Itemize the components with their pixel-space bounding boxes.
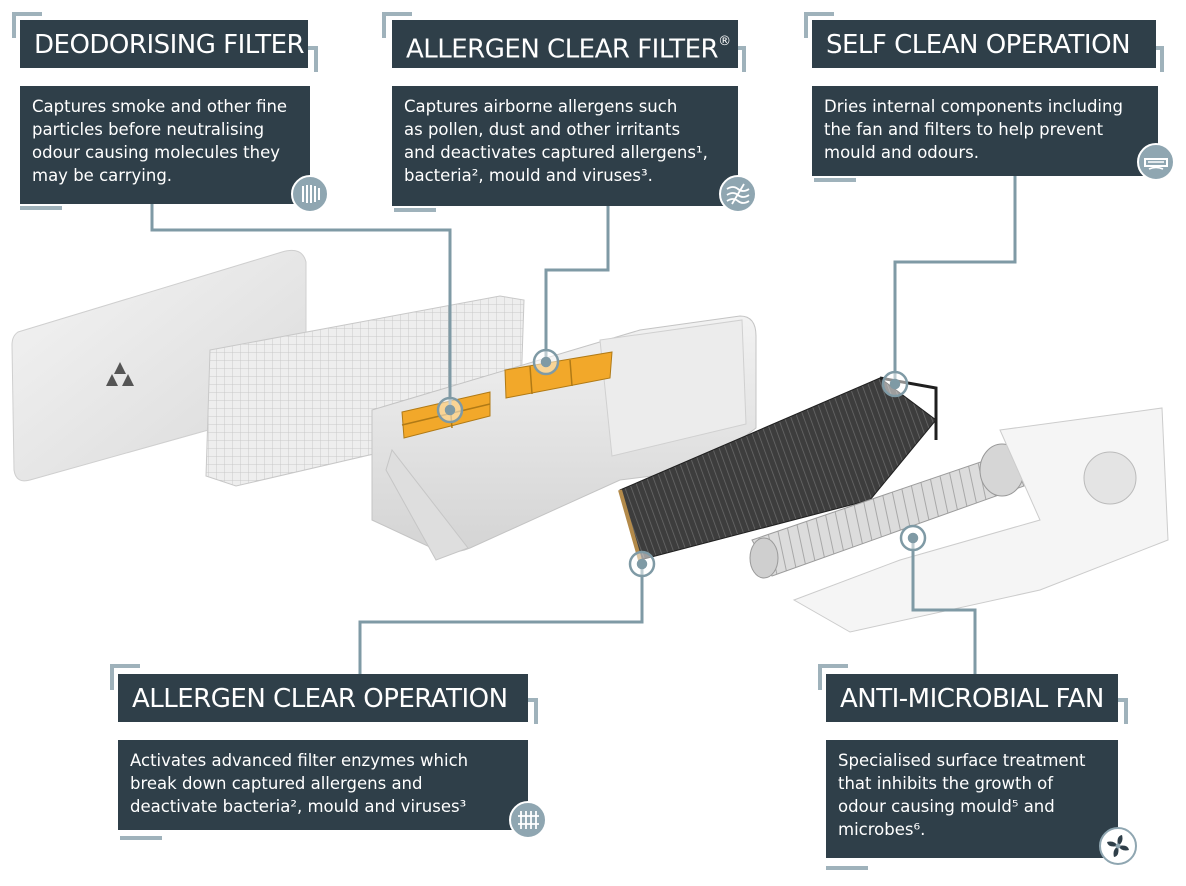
target-allergen-operation [628,550,656,578]
description-line: Activates advanced filter enzymes which [130,751,469,770]
description-line: odour causing molecules they [32,143,280,162]
allergen-clear-filter-title-text: ALLERGEN CLEAR FILTER [406,34,719,65]
target-allergen-filter [532,348,560,376]
anti-microbial-fan-title-text: ANTI-MICROBIAL FAN [840,684,1104,714]
allergen-clear-operation-description: Activates advanced filter enzymes which … [118,740,528,830]
description-line: as pollen, dust and other irritants [404,120,681,139]
anti-microbial-fan-title: ANTI-MICROBIAL FAN [826,674,1118,722]
target-self-clean [881,370,909,398]
description-line: and deactivates captured allergens¹, [404,143,708,162]
target-anti-microbial [899,524,927,552]
target-deodorising [436,396,464,424]
deodorising-filter-title: DEODORISING FILTER [20,20,308,68]
manufacturer-logo [106,362,134,386]
description-line: deactivate bacteria², mould and viruses³ [130,797,467,816]
filter-icon [290,174,330,214]
description-line: bacteria², mould and viruses³. [404,166,653,185]
description-line: Dries internal components including [824,97,1123,116]
registered-mark: ® [718,34,731,49]
description-line: Specialised surface treatment [838,751,1086,770]
description-line: microbes⁶. [838,820,926,839]
connector-lines [150,176,1017,676]
description-line: the fan and filters to help prevent [824,120,1104,139]
self-clean-operation-title: SELF CLEAN OPERATION [812,20,1156,68]
main-chassis [371,315,757,561]
self-clean-operation-description: Dries internal components including the … [812,86,1158,176]
description-line: break down captured allergens and [130,774,423,793]
description-line: Captures smoke and other fine [32,97,288,116]
allergen-clear-filter-title: ALLERGEN CLEAR FILTER® [392,20,738,68]
deodorising-filter-description: Captures smoke and other fine particles … [20,86,310,204]
enzyme-icon [508,800,548,840]
self-clean-operation-title-text: SELF CLEAN OPERATION [826,30,1131,60]
description-line: may be carrying. [32,166,173,185]
allergen-clear-operation-title-text: ALLERGEN CLEAR OPERATION [132,684,508,714]
description-line: particles before neutralising [32,120,265,139]
airflow-icon [718,174,758,214]
description-line: Captures airborne allergens such [404,97,678,116]
rear-casing [792,407,1169,633]
fan-icon [1098,826,1138,866]
description-line: mould and odours. [824,143,979,162]
anti-microbial-fan-description: Specialised surface treatment that inhib… [826,740,1118,858]
self-clean-icon [1136,142,1176,182]
description-line: odour causing mould⁵ and [838,797,1055,816]
deodorising-filter-title-text: DEODORISING FILTER [34,30,305,60]
description-line: that inhibits the growth of [838,774,1054,793]
connector-targets [436,348,927,578]
allergen-clear-filter-description: Captures airborne allergens such as poll… [392,86,738,206]
allergen-clear-operation-title: ALLERGEN CLEAR OPERATION [118,674,528,722]
